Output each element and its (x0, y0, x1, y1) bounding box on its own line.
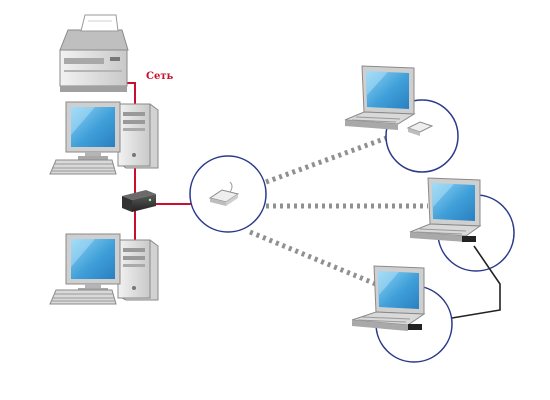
laptop-cable (451, 245, 501, 319)
network-hub-icon (122, 190, 156, 212)
wireless-adapter-icon (189, 155, 267, 233)
laptop-icon (351, 265, 453, 363)
desktop-computer-icon (49, 233, 159, 305)
laptop-icon (409, 177, 515, 272)
desktop-computer-icon (49, 101, 159, 175)
wave-beam-upper (265, 133, 393, 185)
network-label: Сеть (146, 71, 174, 82)
printer-icon (59, 14, 129, 92)
laptop-icon (344, 65, 459, 173)
